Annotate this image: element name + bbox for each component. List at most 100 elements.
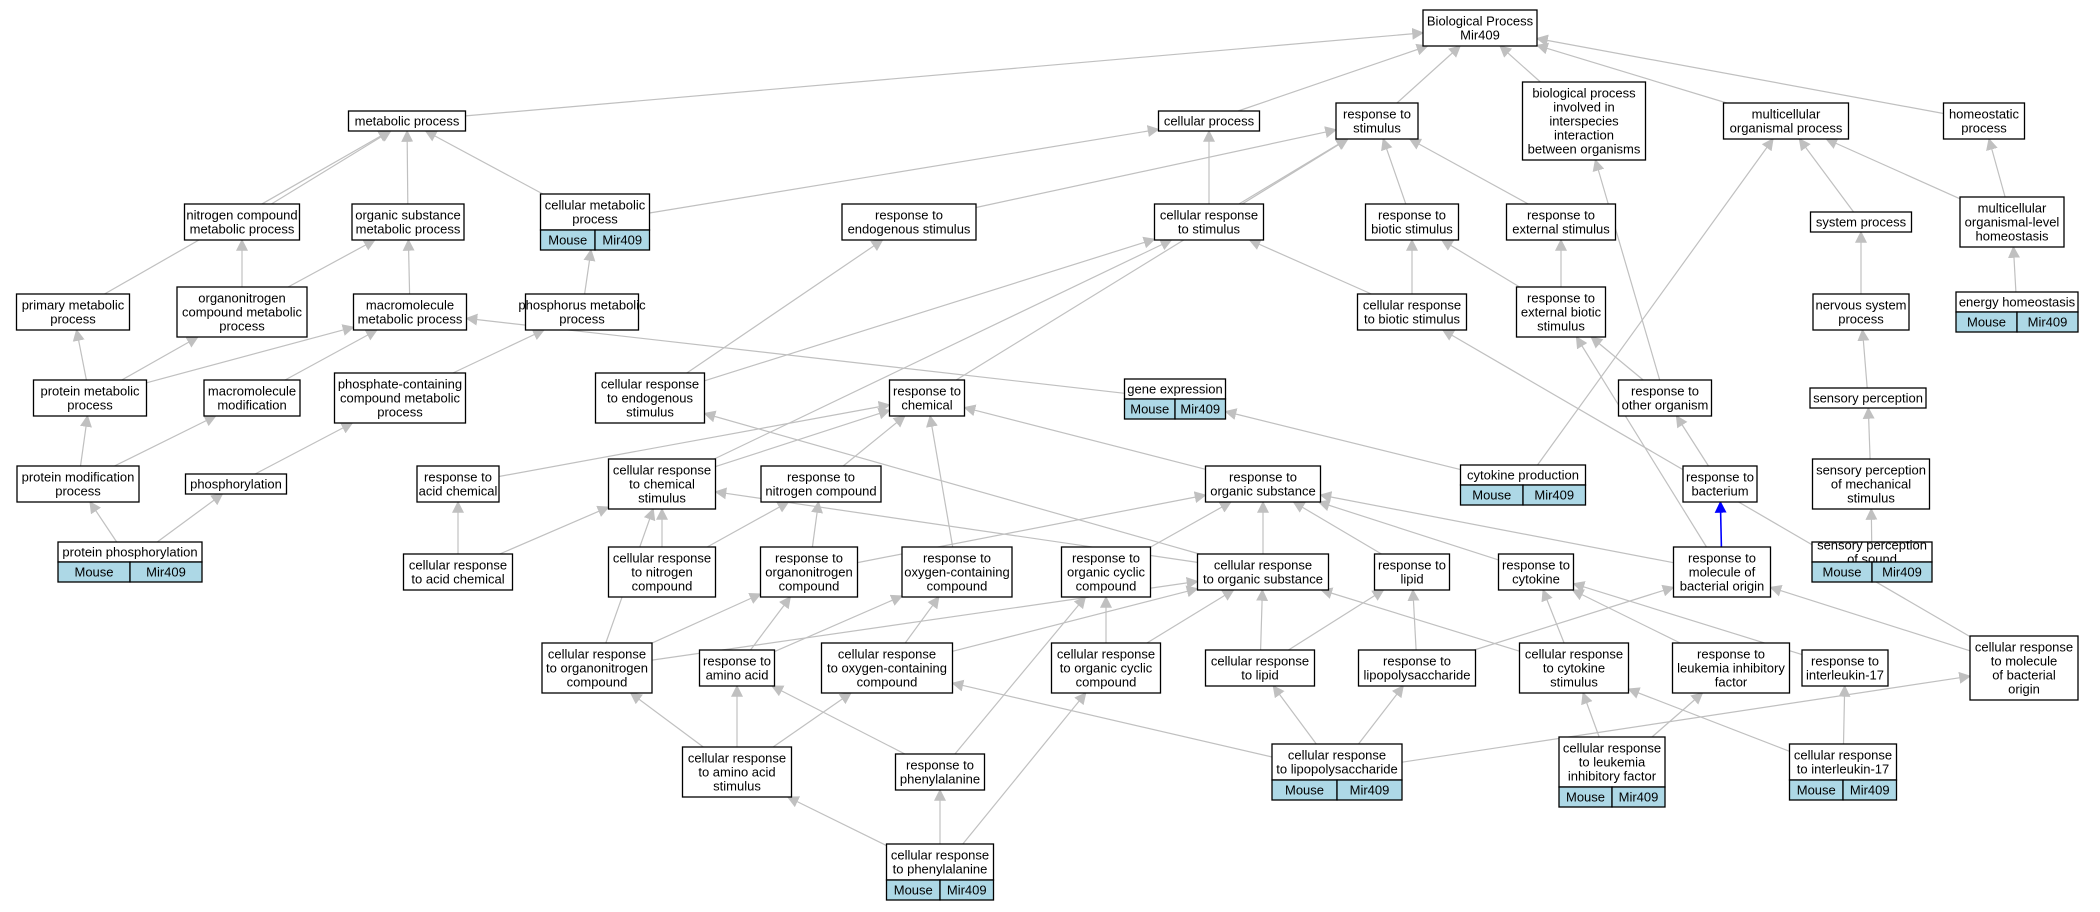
node-label-line: stimulus <box>1353 121 1401 136</box>
node-box <box>1521 81 1647 161</box>
edge-phoscont-to-phosmetab <box>452 329 545 374</box>
node-label-line: response to <box>906 758 974 773</box>
annotation-cell <box>1871 561 1933 583</box>
edge-racid-to-rchem <box>498 400 891 478</box>
node-box <box>1558 736 1666 788</box>
edge-crorgsub-to-crendo <box>703 410 1200 555</box>
edge-crlif-to-rlif <box>1651 692 1704 738</box>
node-label-line: bacterial origin <box>1680 579 1765 594</box>
node-label-line: energy homeostasis <box>1959 295 2076 310</box>
node-label-line: cellular response <box>1160 208 1258 223</box>
go-term-node-metab[interactable]: metabolic process <box>347 110 467 132</box>
node-label-line: cellular response <box>1975 640 2073 655</box>
edge-crbiotic-to-crstim <box>1248 238 1372 295</box>
go-term-node-cellproc[interactable]: cellular process <box>1157 110 1261 132</box>
node-label-line: cytokine <box>1512 572 1560 587</box>
node-label-line: compound <box>927 579 988 594</box>
node-label-line: interspecies <box>1549 114 1619 129</box>
edge-croxy-to-crorgsub <box>952 585 1199 652</box>
node-label-line: process <box>559 312 605 327</box>
node-label-line: metabolic process <box>190 222 295 237</box>
node-label-line: modification <box>217 398 286 413</box>
go-term-node-sysproc[interactable]: system process <box>1809 211 1913 233</box>
node-label-line: organonitrogen <box>198 291 285 306</box>
node-label-line: process <box>1838 312 1884 327</box>
node-label-line: metabolic process <box>358 312 463 327</box>
go-term-node-sensory[interactable]: sensory perception <box>1809 387 1927 409</box>
node-box <box>1518 642 1630 694</box>
node-label-line: interaction <box>1554 128 1614 143</box>
go-term-node-phosph[interactable]: phosphorylation <box>184 473 288 495</box>
node-label-line: stimulus <box>638 491 686 506</box>
